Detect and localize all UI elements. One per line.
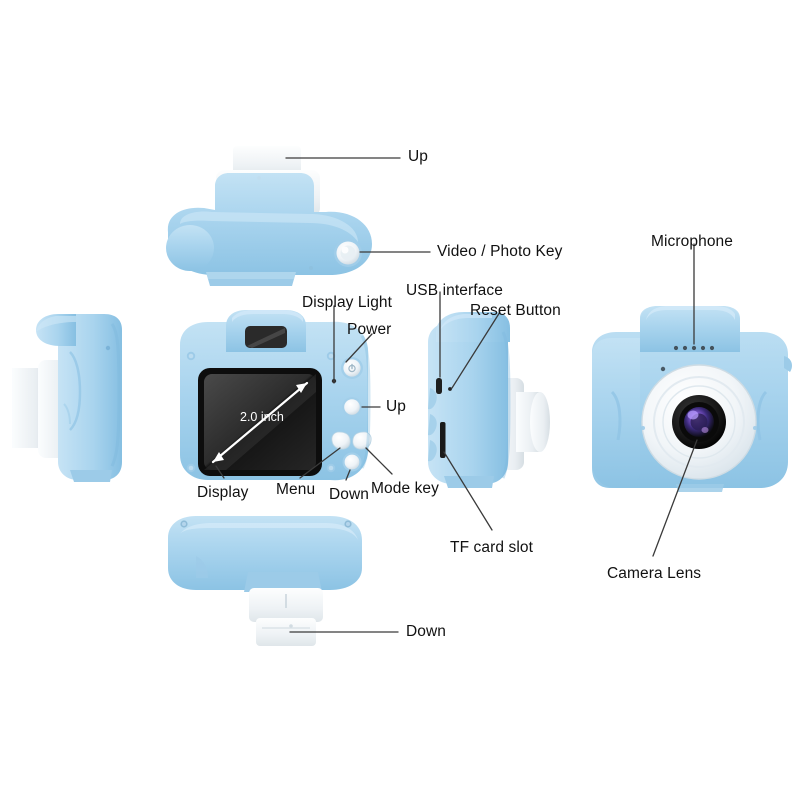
leader-down-back: [345, 469, 351, 481]
label-mode-key: Mode key: [371, 480, 439, 497]
leader-display: [215, 465, 225, 479]
leader-power: [345, 333, 373, 363]
leader-menu: [299, 447, 341, 479]
label-tf-card-slot: TF card slot: [450, 539, 534, 556]
label-microphone: Microphone: [651, 233, 733, 250]
label-camera-lens: Camera Lens: [607, 565, 702, 582]
front-view: [592, 306, 792, 492]
label-video-photo-key: Video / Photo Key: [437, 243, 563, 260]
label-down-bottom: Down: [406, 623, 447, 640]
label-power: Power: [347, 321, 392, 338]
label-display: Display: [197, 484, 249, 501]
label-display-light: Display Light: [302, 294, 393, 311]
leader-reset-button: [451, 311, 501, 389]
label-usb-interface: USB interface: [406, 282, 503, 299]
label-menu: Menu: [276, 481, 316, 498]
top-view: [166, 146, 372, 286]
left-side-view: [12, 314, 122, 482]
label-down-back: Down: [329, 486, 370, 503]
leader-tf-card-slot: [443, 451, 493, 531]
screen-size-measurement: 2.0 inch: [240, 410, 284, 424]
bottom-view: [168, 516, 362, 646]
label-reset-button: Reset Button: [470, 302, 561, 319]
leader-lines: [215, 157, 698, 633]
back-view: [180, 310, 372, 481]
right-side-view: [428, 312, 550, 488]
leader-camera-lens: [652, 439, 698, 557]
label-up-top: Up: [408, 148, 429, 165]
label-up-back: Up: [386, 398, 407, 415]
leader-mode-key: [365, 447, 393, 475]
